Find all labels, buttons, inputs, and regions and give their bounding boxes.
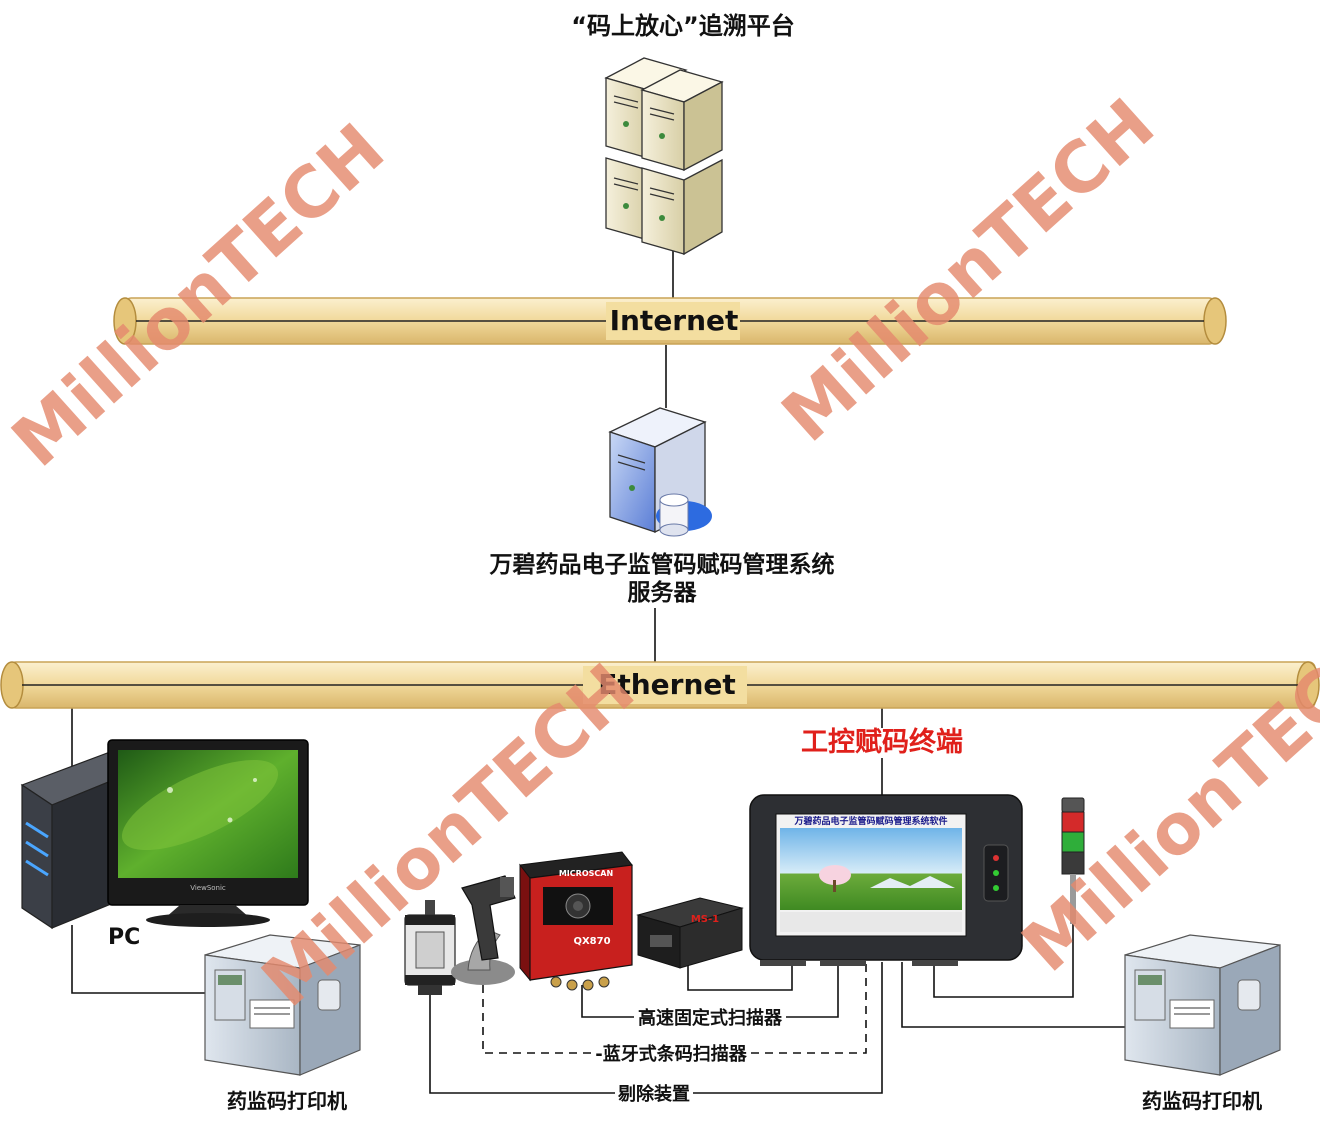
tower-light-icon <box>1061 797 1085 924</box>
link-pc-printer <box>71 925 210 994</box>
link-printer-right <box>901 962 1130 1028</box>
ethernet-label: Ethernet <box>598 668 736 701</box>
label-printer-left-icon <box>204 934 361 1076</box>
ethernet-bus: Ethernet <box>0 661 1320 709</box>
bluetooth-scanner-label: -蓝牙式条码扫描器 <box>595 1043 747 1065</box>
scanner-model: QX870 <box>573 936 610 947</box>
fixed-scanner-icon: MICROSCAN QX870 <box>519 851 633 991</box>
terminal-label: 工控赋码终端 <box>801 726 963 758</box>
industrial-terminal-icon: 万碧药品电子监管码赋码管理系统软件 <box>749 794 1023 966</box>
cloud-platform-label: “码上放心”追溯平台 <box>571 12 795 40</box>
scanner-brand: MICROSCAN <box>559 869 613 878</box>
internet-bus: Internet <box>113 297 1227 345</box>
reader-model: MS-1 <box>691 914 719 925</box>
server-label-line2: 服务器 <box>628 580 698 606</box>
monitor-brand: ViewSonic <box>190 884 226 892</box>
compact-reader-icon: MS-1 <box>636 897 744 969</box>
link-reader <box>687 962 793 991</box>
management-server-icon <box>608 407 712 537</box>
fixed-scanner-label: 高速固定式扫描器 <box>638 1007 783 1029</box>
watermark-2: MillionTECH <box>767 83 1170 458</box>
pc-label: PC <box>108 925 140 950</box>
label-printer-right-icon <box>1124 934 1281 1076</box>
reject-device-label: 剔除装置 <box>617 1083 690 1105</box>
link-tower-light <box>933 880 1074 998</box>
internet-label: Internet <box>610 304 739 337</box>
reject-device-icon <box>404 900 456 995</box>
terminal-screen-title: 万碧药品电子监管码赋码管理系统软件 <box>793 815 947 827</box>
cloud-server-cluster-icon <box>604 57 724 256</box>
printer-left-label: 药监码打印机 <box>227 1089 347 1113</box>
printer-right-label: 药监码打印机 <box>1142 1089 1262 1113</box>
bluetooth-scanner-icon <box>451 875 516 985</box>
watermark-1: MillionTECH <box>0 108 400 483</box>
server-label-line1: 万碧药品电子监管码赋码管理系统 <box>490 551 835 578</box>
pc-monitor-icon: ViewSonic <box>107 739 309 927</box>
